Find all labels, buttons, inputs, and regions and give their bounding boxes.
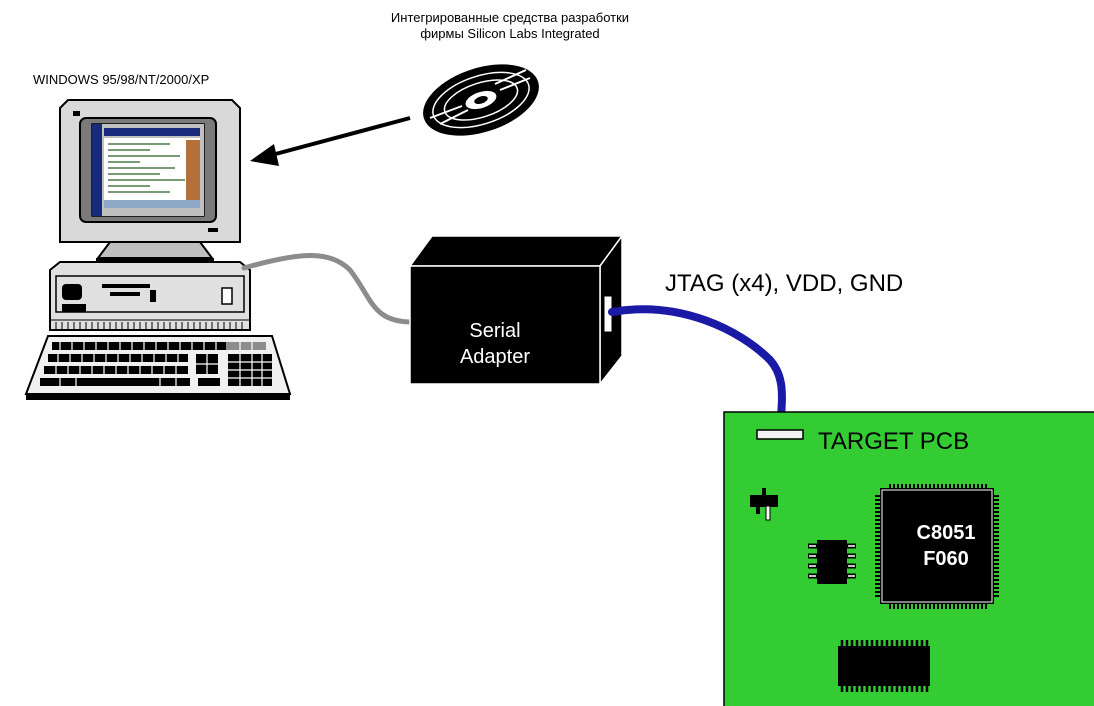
cd-caption-line2: фирмы Silicon Labs Integrated: [420, 26, 600, 41]
serial-adapter-label: Serial Adapter: [420, 318, 570, 370]
os-label: WINDOWS 95/98/NT/2000/XP: [33, 72, 210, 87]
serial-adapter-label-line1: Serial: [469, 320, 521, 342]
serial-adapter-box: [408, 233, 624, 387]
transistor: [750, 495, 778, 507]
monitor-icon: [59, 99, 241, 243]
mcu-chip-label: C8051 F060: [882, 520, 1010, 572]
keyboard-icon: [24, 335, 292, 400]
jtag-cable: [608, 305, 786, 434]
mcu-chip-label-line2: F060: [923, 548, 969, 570]
install-arrow: [250, 116, 411, 166]
mcu-chip-label-line1: C8051: [916, 522, 976, 544]
jtag-cable-label: JTAG (x4), VDD, GND: [665, 270, 904, 297]
serial-cable: [241, 253, 415, 325]
target-pcb-board: [723, 411, 1094, 706]
cd-caption-line1: Интегрированные средства разработки: [390, 10, 630, 25]
jtag-connector: [756, 429, 804, 440]
soic-chip: [838, 640, 930, 692]
system-unit-icon: [49, 261, 251, 331]
cd-disc-icon: [423, 64, 539, 136]
serial-adapter-label-line2: Adapter: [459, 346, 531, 368]
cd-caption: Интегрированные средства разработки фирм…: [330, 10, 690, 42]
soic8-ic: [808, 540, 856, 584]
mcu-chip: [875, 484, 999, 609]
target-pcb-label: TARGET PCB: [818, 428, 970, 455]
